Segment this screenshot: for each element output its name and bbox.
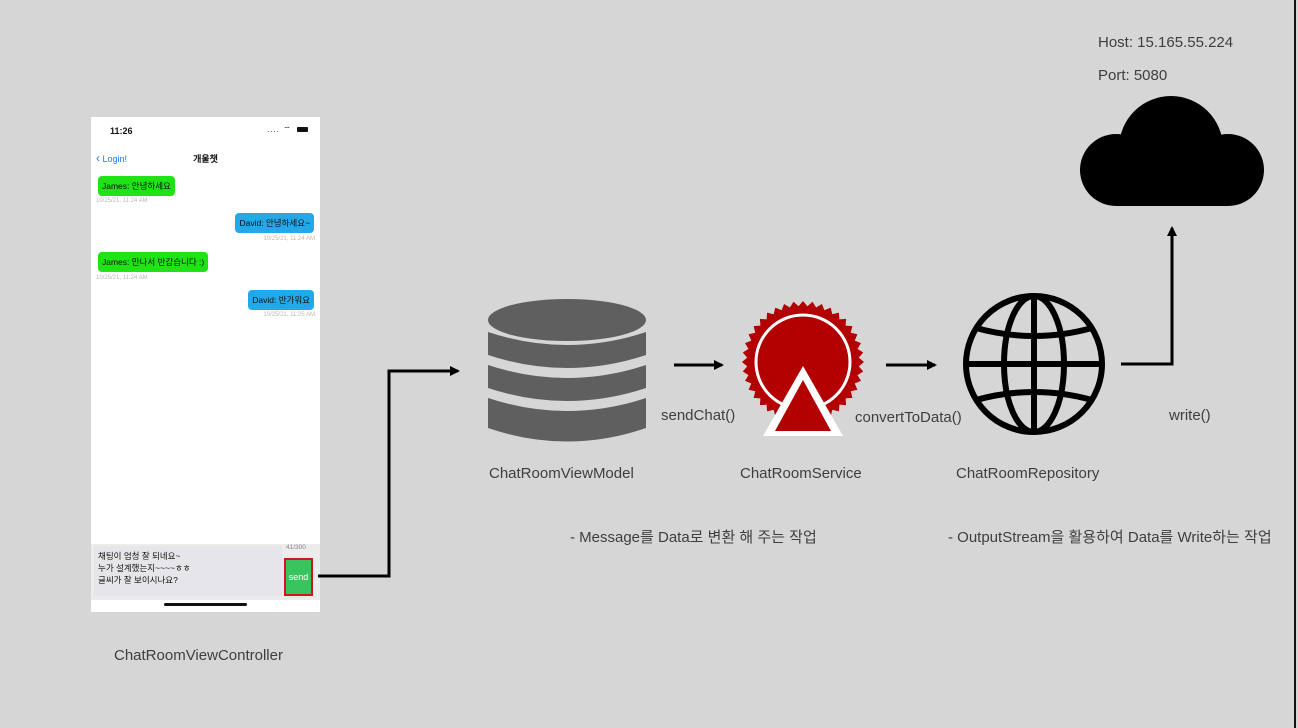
message-time: 10/25/21, 11:25 AM	[263, 312, 315, 318]
globe-icon	[963, 293, 1105, 435]
send-chat-method: sendChat()	[661, 407, 736, 424]
write-method: write()	[1169, 407, 1211, 424]
repository-label: ChatRoomRepository	[956, 465, 1100, 482]
port-label: Port: 5080	[1098, 67, 1168, 84]
battery-icon	[297, 127, 308, 133]
input-line: 누가 설계했는지~~~~ㅎㅎ	[98, 563, 191, 573]
status-icons: .... ⌔	[267, 125, 308, 135]
right-border	[1294, 0, 1296, 728]
view-controller-label: ChatRoomViewController	[114, 647, 283, 664]
send-button[interactable]: send	[284, 558, 313, 596]
database-icon	[488, 299, 646, 442]
wifi-icon: ⌔	[283, 125, 292, 134]
chevron-left-icon: ‹	[96, 151, 100, 165]
message-time: 10/25/21, 11:24 AM	[96, 275, 148, 281]
input-line: 글씨가 잘 보이시나요?	[98, 575, 178, 585]
back-label: Login!	[102, 154, 128, 164]
message-bubble: James: 안녕하세요	[98, 176, 175, 196]
phone-screenshot: 11:26 .... ⌔ ‹ Login! 개울챗 James: 안녕하세요 1…	[91, 117, 320, 612]
cloud-icon	[1080, 96, 1264, 206]
home-indicator	[164, 603, 247, 606]
message-time: 10/25/21, 11:24 AM	[96, 198, 148, 204]
service-label: ChatRoomService	[740, 465, 862, 482]
repository-note: - OutputStream을 활용하여 Data를 Write하는 작업	[948, 529, 1272, 546]
back-button[interactable]: ‹ Login!	[96, 151, 127, 165]
seal-badge-icon	[742, 301, 864, 436]
arrow-send-to-viewmodel	[318, 366, 460, 578]
input-line: 채팅이 엄청 잘 되네요~	[98, 551, 181, 561]
message-bubble: David: 안녕하세요~	[235, 213, 314, 233]
service-note: - Message를 Data로 변환 해 주는 작업	[570, 529, 817, 546]
convert-method: convertToData()	[855, 409, 962, 426]
arrow-repository-to-server	[1121, 226, 1177, 366]
message-input[interactable]: 채팅이 엄청 잘 되네요~ 누가 설계했는지~~~~ㅎㅎ 글씨가 잘 보이시나요…	[94, 546, 282, 596]
host-label: Host: 15.165.55.224	[1098, 34, 1234, 51]
viewmodel-label: ChatRoomViewModel	[489, 465, 634, 482]
message-time: 10/25/21, 11:24 AM	[263, 236, 315, 242]
char-counter: 41/300	[286, 544, 306, 551]
message-input-area: 채팅이 엄청 잘 되네요~ 누가 설계했는지~~~~ㅎㅎ 글씨가 잘 보이시나요…	[91, 544, 320, 600]
status-time: 11:26	[110, 126, 133, 136]
signal-icon: ....	[267, 125, 280, 134]
message-bubble: David: 반가워요	[248, 290, 314, 310]
chat-title: 개울챗	[193, 154, 218, 164]
message-bubble: James: 만나서 반갑습니다 :)	[98, 252, 209, 272]
